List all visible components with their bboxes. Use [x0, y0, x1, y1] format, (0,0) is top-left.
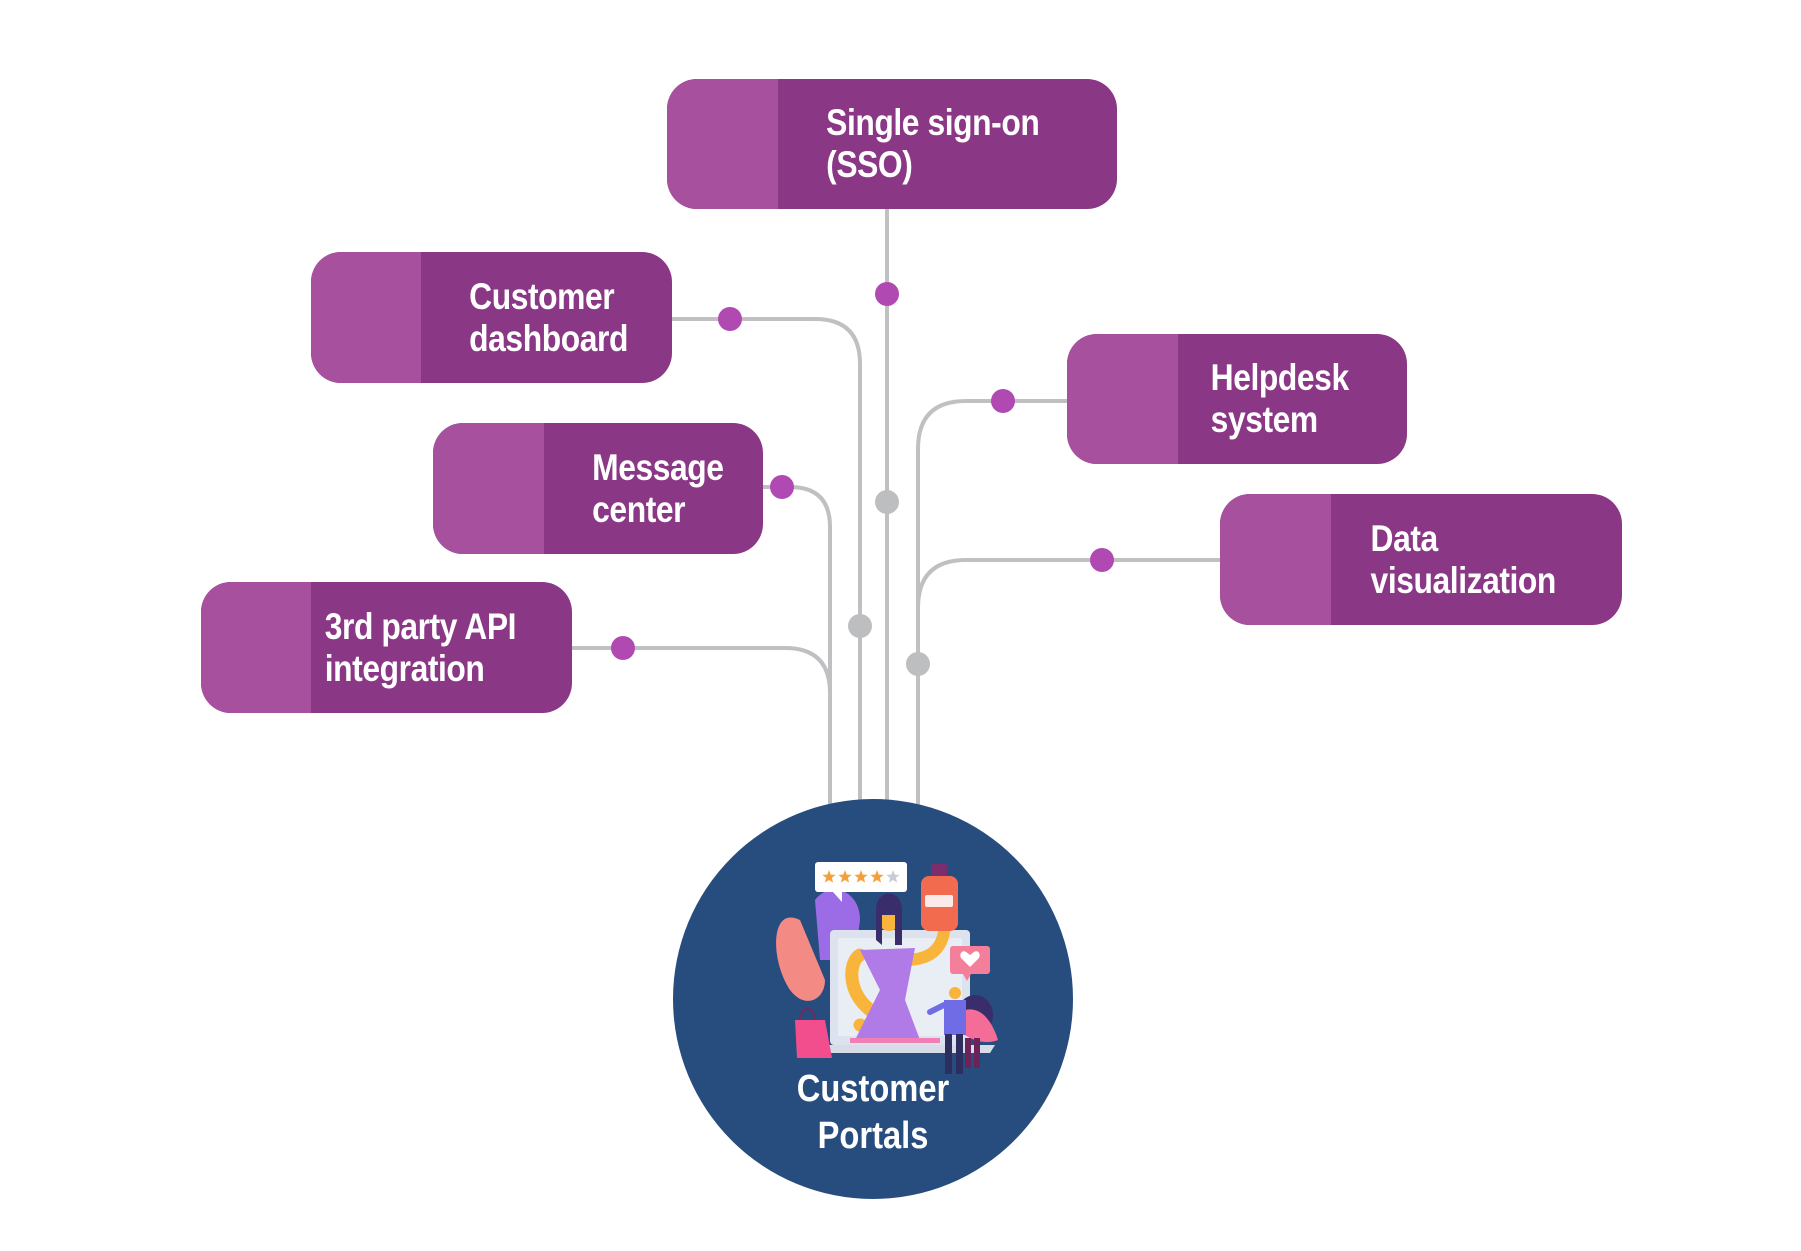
connector-api [572, 646, 832, 694]
hub-title-line2: Portals [817, 1115, 929, 1157]
node-label: Message center [544, 423, 724, 554]
dot-dataviz [1090, 548, 1114, 572]
customer-portal-illustration [776, 862, 998, 1074]
dot-dashboard [718, 307, 742, 331]
hub-title: Customer Portals [701, 1066, 1045, 1160]
node-label-line1: Helpdesk [1210, 357, 1349, 398]
connector-helpdesk [916, 399, 1067, 805]
star-filled-icon [838, 870, 852, 883]
junction-dot [875, 490, 899, 514]
node-helpdesk-system[interactable]: Helpdesk system [1067, 334, 1407, 464]
star-empty-icon [886, 870, 900, 883]
node-icon-cell [433, 423, 544, 554]
junction-dot [906, 652, 930, 676]
node-label: Data visualization [1331, 494, 1557, 625]
node-icon-cell [311, 252, 421, 383]
star-filled-icon [822, 870, 836, 883]
node-icon-cell [667, 79, 778, 209]
node-icon-cell [1067, 334, 1178, 464]
connector-dashboard [672, 317, 862, 805]
hub-title-line1: Customer [796, 1068, 950, 1110]
node-api-integration[interactable]: 3rd party API integration [201, 582, 572, 713]
connector-dataviz [916, 558, 1220, 609]
node-label-line2: dashboard [469, 317, 628, 359]
node-customer-dashboard[interactable]: Customer dashboard [311, 252, 672, 383]
node-icon-cell [1220, 494, 1331, 625]
star-filled-icon [870, 870, 884, 883]
node-label-line1: Data [1370, 517, 1439, 559]
node-label-line1: 3rd party API [324, 605, 517, 647]
node-icon-cell [201, 582, 311, 713]
node-label: Helpdesk system [1178, 334, 1349, 464]
rating-stars [822, 870, 900, 883]
node-label-line1: Single sign-on [826, 102, 1040, 143]
node-label: Customer dashboard [421, 252, 628, 383]
dot-helpdesk [991, 389, 1015, 413]
node-label-line2: integration [324, 647, 485, 689]
node-sso[interactable]: Single sign-on (SSO) [667, 79, 1117, 209]
dot-sso [875, 282, 899, 306]
node-label-line2: system [1210, 399, 1319, 440]
node-data-visualization[interactable]: Data visualization [1220, 494, 1622, 625]
dot-api [611, 636, 635, 660]
node-label-line1: Message [592, 446, 724, 488]
node-message-center[interactable]: Message center [433, 423, 763, 554]
star-filled-icon [854, 870, 868, 883]
node-label-line1: Customer [469, 275, 615, 317]
junction-dot [848, 614, 872, 638]
node-label-line2: visualization [1370, 559, 1557, 601]
dot-message [770, 475, 794, 499]
node-label-line2: center [592, 488, 686, 530]
node-label: Single sign-on (SSO) [778, 79, 1040, 209]
node-label-line2: (SSO) [826, 144, 913, 185]
node-label: 3rd party API integration [311, 582, 517, 713]
